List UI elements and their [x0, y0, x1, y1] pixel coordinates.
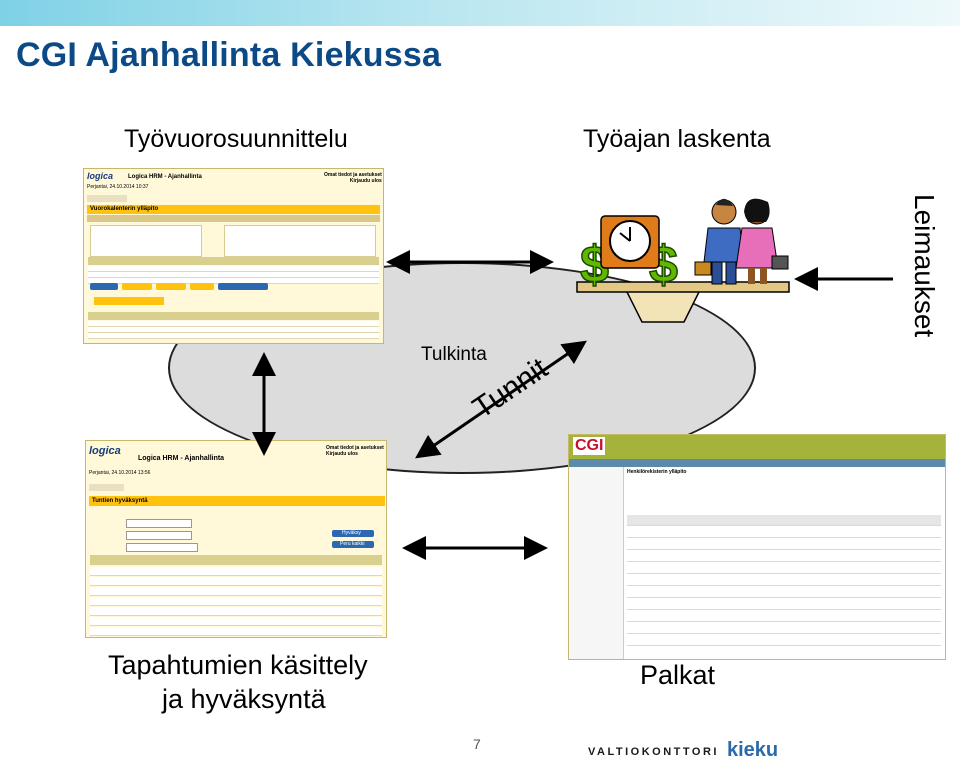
field-role[interactable] [126, 531, 192, 540]
table-row [88, 327, 379, 333]
label-palkat: Palkat [640, 660, 716, 690]
btn-yellow[interactable] [122, 283, 152, 290]
list-header [94, 297, 164, 305]
app-title: Logica HRM - Ajanhallinta [138, 455, 225, 462]
footer-org-logo: VALTIOKONTTORI [588, 746, 719, 758]
table-row [627, 623, 941, 634]
accept-label: Hyväksy [342, 530, 361, 536]
screenshot-hour-approval: logica Logica HRM - Ajanhallinta Perjant… [85, 440, 387, 638]
tab-strip [87, 215, 380, 222]
date-text: Perjantai, 24.10.2014 13:56 [89, 470, 151, 476]
workers-icon [694, 198, 789, 285]
table-row [627, 539, 941, 550]
table-row [627, 527, 941, 538]
accept-button[interactable]: Hyväksy [332, 530, 374, 537]
payroll-table-header [627, 515, 941, 526]
table-row [90, 627, 382, 636]
btn-yellow[interactable] [156, 283, 186, 290]
table-row [88, 266, 379, 272]
form-area [90, 225, 202, 257]
cgi-logo: CGI [573, 437, 606, 455]
table-row [90, 567, 382, 576]
svg-text:$: $ [649, 236, 678, 294]
table-row [90, 617, 382, 626]
table-row [627, 551, 941, 562]
calendar-header [88, 257, 379, 265]
screenshot-payroll: CGI Henkilörekisterin ylläpito [568, 434, 946, 660]
footer-brand-logo: kieku [727, 739, 779, 761]
list-header-row [88, 312, 379, 320]
section-title: Vuorokalenterin ylläpito [90, 206, 159, 212]
table-row [90, 597, 382, 606]
payroll-tabs [569, 459, 945, 467]
table-row [627, 599, 941, 610]
approval-table-header [90, 555, 382, 565]
table-row [90, 577, 382, 586]
table-row [88, 333, 379, 339]
label-tulkinta: Tulkinta [421, 344, 487, 365]
btn-blue[interactable] [218, 283, 268, 290]
field-period[interactable] [126, 543, 198, 552]
section-title: Henkilörekisterin ylläpito [627, 469, 687, 475]
table-row [90, 607, 382, 616]
nav-pill [89, 484, 124, 491]
table-row [627, 635, 941, 646]
label-leimaukset: Leimaukset [909, 194, 940, 338]
logica-logo: logica [87, 171, 114, 181]
screenshot-shift-planning: logica Logica HRM - Ajanhallinta Perjant… [83, 168, 384, 344]
date-text: Perjantai, 24.10.2014 10:37 [87, 184, 149, 190]
label-tyoajan-laskenta: Työajan laskenta [583, 125, 771, 153]
top-banner [0, 0, 960, 26]
table-row [627, 575, 941, 586]
table-row [90, 587, 382, 596]
header-links[interactable]: Omat tiedot ja asetukset Kirjaudu ulos [326, 445, 384, 457]
slide-title: CGI Ajanhallinta Kiekussa [16, 36, 442, 74]
field-employee[interactable] [126, 519, 192, 528]
header-links[interactable]: Omat tiedot ja asetukset Kirjaudu ulos [324, 172, 382, 184]
table-row [627, 587, 941, 598]
table-row [88, 321, 379, 327]
label-tapahtumat-line2: ja hyväksyntä [162, 684, 326, 714]
btn-blue[interactable] [90, 283, 118, 290]
cancel-label: Peru kaikki [340, 541, 365, 547]
cancel-all-button[interactable]: Peru kaikki [332, 541, 374, 548]
section-bar [87, 205, 380, 214]
label-tyovuorosuunnittelu: Työvuorosuunnittelu [124, 125, 348, 153]
section-bar [89, 496, 385, 506]
payroll-sidebar [569, 467, 624, 659]
payroll-header [569, 435, 945, 459]
nav-pill [87, 195, 127, 202]
table-row [88, 272, 379, 278]
table-row [627, 563, 941, 574]
form-area-2 [224, 225, 376, 257]
logica-logo: logica [89, 445, 121, 457]
table-row [627, 611, 941, 622]
section-title: Tuntien hyväksyntä [92, 498, 148, 504]
page-number: 7 [473, 736, 481, 752]
btn-yellow[interactable] [190, 283, 214, 290]
app-title: Logica HRM - Ajanhallinta [128, 174, 202, 180]
label-tapahtumat-line1: Tapahtumien käsittely [108, 650, 368, 680]
